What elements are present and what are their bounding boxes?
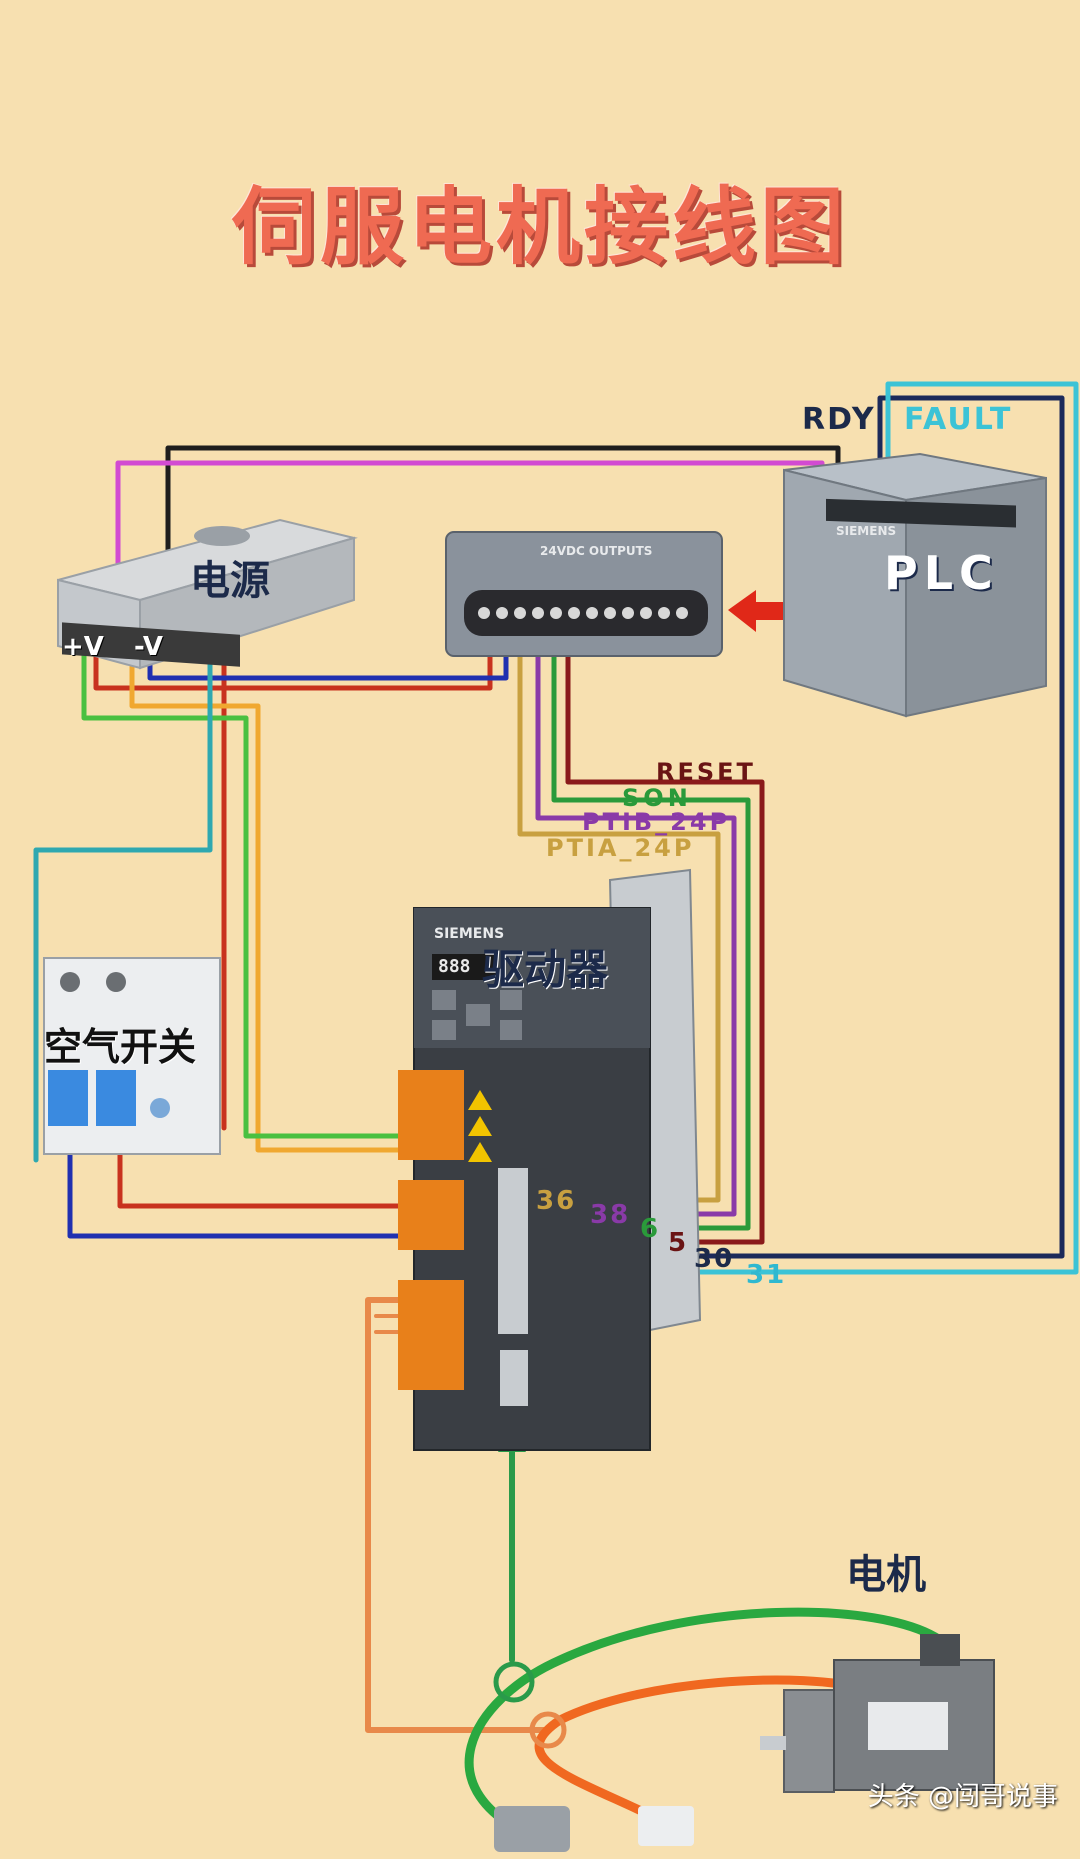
ptib-label: PTIB_24P (582, 808, 731, 836)
reset-label: RESET (656, 758, 756, 786)
plc-terminal-row (826, 498, 1016, 528)
breaker-handle-1 (48, 1070, 88, 1126)
encoder-ring (493, 1661, 535, 1703)
driver-terminal-top (398, 1070, 464, 1160)
servo-motor (494, 1634, 995, 1852)
pin-5-label: 5 (668, 1228, 687, 1258)
plus-v-label: +V (62, 632, 104, 662)
pin-6-label: 6 (640, 1214, 659, 1244)
rdy-label: RDY (802, 402, 876, 437)
driver-btn-left (466, 1004, 490, 1026)
driver-terminal-low (398, 1280, 464, 1390)
plc-label: PLC (884, 546, 999, 600)
servo-driver (398, 868, 702, 1451)
wire-red-psu-module (93, 637, 493, 691)
module-pins (478, 607, 688, 619)
driver-btn-m (500, 990, 522, 1010)
psu-fan-icon (194, 526, 250, 546)
watermark: 头条 @闯哥说事 (867, 1782, 1058, 1812)
motor-flange (783, 1689, 835, 1793)
power-plug (638, 1806, 694, 1846)
pin-31-label: 31 (746, 1260, 787, 1290)
motor-shaft (760, 1736, 786, 1750)
driver-display (432, 954, 496, 980)
wire-red-breaker-driver (117, 1147, 417, 1209)
driver-btn-up (432, 990, 456, 1010)
pin-38-label: 38 (590, 1200, 631, 1230)
driver-io-connector (498, 1168, 528, 1334)
warning-icons (468, 1090, 492, 1162)
cable-green-motor (464, 1607, 945, 1845)
driver-terminal-mid (398, 1180, 464, 1250)
driver-encoder-connector (500, 1350, 528, 1406)
air-breaker (43, 957, 221, 1155)
wire-fault-cyan (507, 381, 1079, 1275)
encoder-plug (494, 1806, 570, 1852)
wire-yellow-psu-driver (129, 647, 417, 1153)
wire-motor-power (365, 1297, 551, 1733)
diagram-title: 伺服电机接线图 (231, 178, 848, 276)
motor-label (868, 1702, 948, 1750)
breaker-test-button (150, 1098, 170, 1118)
pin-36-label: 36 (536, 1186, 577, 1216)
breaker-handle-2 (96, 1070, 136, 1126)
motor-connector-1 (920, 1634, 960, 1666)
breaker-label: 空气开关 (44, 1025, 197, 1069)
minus-v-label: -V (134, 632, 164, 662)
driver-display-text: 888 (438, 956, 471, 977)
wire-rdy-navy (507, 395, 1065, 1259)
wires (33, 381, 1079, 1845)
motor-label: 电机 (846, 1552, 926, 1598)
breaker-screw-2 (106, 972, 126, 992)
psu-terminal-strip (62, 622, 240, 667)
son-label: SON (622, 784, 692, 812)
power-supply-label: 电源 (190, 558, 270, 604)
output-module-brand: 24VDC OUTPUTS (540, 544, 653, 558)
power-supply (57, 518, 358, 670)
power-ring (529, 1711, 567, 1749)
arrow-left-icon (728, 590, 792, 632)
plc-brand: SIEMENS (836, 524, 897, 538)
output-module (445, 531, 723, 657)
breaker-screw-1 (60, 972, 80, 992)
ptia-label: PTIA_24P (546, 834, 695, 862)
driver-btn-ok (500, 1020, 522, 1040)
wire-blue-breaker-driver (67, 1147, 417, 1239)
plc-unit (783, 452, 1047, 718)
wire-motor-power-2 (374, 1314, 404, 1334)
driver-label: 驱动器 (482, 945, 609, 994)
driver-brand: SIEMENS (434, 926, 505, 942)
wire-green-psu-driver (81, 647, 417, 1139)
wire-teal-psu-breaker (33, 647, 213, 1163)
plc-side (905, 476, 1047, 718)
pin-30-label: 30 (694, 1244, 735, 1274)
fault-label: FAULT (904, 402, 1013, 437)
driver-btn-down (432, 1020, 456, 1040)
